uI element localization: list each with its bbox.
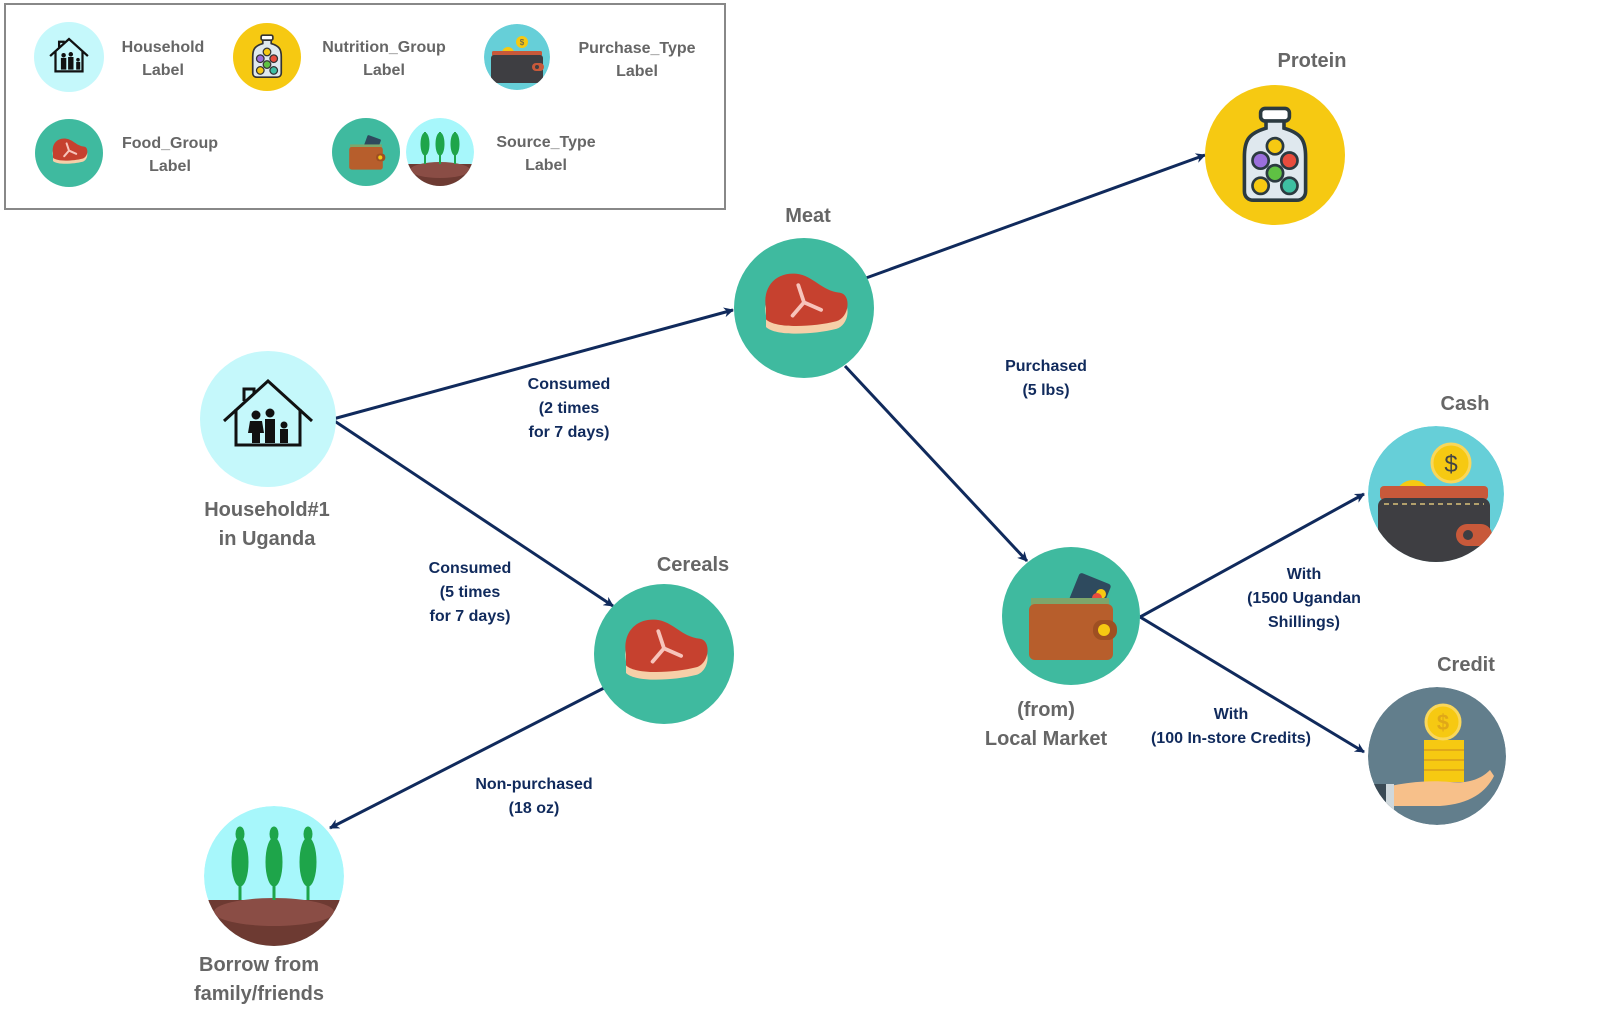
edge-meat-protein — [865, 153, 1206, 280]
edge-label-line: for 7 days) — [529, 424, 610, 441]
node-credit[interactable]: Credit $ — [1360, 654, 1506, 825]
edge-label-line: With — [1214, 706, 1249, 723]
edge-label-market-cash: With (1500 Ugandan Shillings) — [1247, 566, 1361, 631]
edges — [329, 153, 1365, 830]
edge-market-cash — [1139, 492, 1365, 619]
jar-icon — [1205, 85, 1345, 225]
legend-item-household: Household Label — [34, 22, 204, 92]
jar-icon — [233, 23, 301, 91]
node-label: Credit — [1437, 654, 1495, 676]
node-label-line1: Household#1 — [204, 499, 330, 521]
legend: Household Label Nutrition_Group Label — [4, 3, 726, 210]
wheat-field-icon — [406, 118, 474, 186]
steak-icon — [594, 584, 734, 724]
node-label: Cash — [1441, 393, 1490, 415]
node-label: Cereals — [657, 554, 729, 576]
edge-label-line: (1500 Ugandan — [1247, 590, 1361, 607]
cash-wallet-icon: $ — [484, 24, 550, 90]
edge-label-line: for 7 days) — [430, 608, 511, 625]
edge-label-line: With — [1287, 566, 1322, 583]
cash-wallet-icon: $ — [1368, 426, 1504, 562]
edge-label-line: Non-purchased — [475, 776, 592, 793]
edge-meat-market — [843, 364, 1029, 563]
node-meat[interactable]: Meat — [734, 205, 874, 378]
edge-label-meat-market: Purchased (5 lbs) — [1005, 358, 1087, 399]
svg-text:$: $ — [1444, 451, 1457, 478]
edge-label-line: (2 times — [539, 400, 600, 417]
legend-label-line1: Household — [122, 39, 205, 56]
legend-label-line1: Purchase_Type — [578, 40, 695, 57]
legend-label-line2: Label — [525, 157, 567, 174]
legend-item-food-group: Food_Group Label — [35, 119, 218, 187]
node-local-market[interactable]: (from) Local Market — [985, 547, 1140, 750]
legend-item-source-type: Source_Type Label — [332, 118, 596, 186]
steak-icon — [35, 119, 103, 187]
edge-label-line: (18 oz) — [509, 800, 560, 817]
edge-label-market-credit: With (100 In-store Credits) — [1151, 706, 1311, 747]
legend-label-line2: Label — [142, 62, 184, 79]
legend-label-line1: Food_Group — [122, 135, 218, 152]
edge-label-line: (100 In-store Credits) — [1151, 730, 1311, 747]
edge-label-line: (5 times — [440, 584, 501, 601]
node-label-line2: family/friends — [194, 983, 324, 1005]
wallet-card-icon — [332, 118, 400, 186]
node-label: Protein — [1278, 50, 1347, 72]
node-cereals[interactable]: Cereals — [594, 554, 734, 724]
node-label-line2: Local Market — [985, 728, 1108, 750]
node-cash[interactable]: Cash $ — [1368, 393, 1504, 568]
legend-label-line2: Label — [616, 63, 658, 80]
node-label-line2: in Uganda — [219, 528, 317, 550]
edge-label-line: Purchased — [1005, 358, 1087, 375]
node-borrow[interactable]: Borrow from family/friends — [194, 806, 350, 1005]
edge-label-line: Consumed — [528, 376, 611, 393]
legend-label-line2: Label — [149, 158, 191, 175]
edge-label-household-cereals: Consumed (5 times for 7 days) — [429, 560, 512, 625]
node-label: Meat — [785, 205, 831, 227]
legend-item-purchase-type: $ Purchase_Type Label — [484, 24, 696, 90]
edge-label-line: Shillings) — [1268, 614, 1340, 631]
edge-label-line: Consumed — [429, 560, 512, 577]
node-label-line1: Borrow from — [199, 954, 319, 976]
edge-label-cereals-borrow: Non-purchased (18 oz) — [475, 776, 592, 817]
hand-coins-icon: $ — [1368, 687, 1506, 825]
legend-label-line1: Nutrition_Group — [322, 39, 446, 56]
legend-label-line1: Source_Type — [496, 134, 595, 151]
edge-market-credit — [1139, 615, 1365, 754]
legend-label-line2: Label — [363, 62, 405, 79]
legend-item-nutrition-group: Nutrition_Group Label — [233, 23, 446, 91]
house-family-icon — [200, 351, 336, 487]
edge-label-line: (5 lbs) — [1022, 382, 1069, 399]
node-protein[interactable]: Protein — [1205, 50, 1346, 225]
steak-icon — [734, 238, 874, 378]
wheat-field-icon — [204, 806, 344, 946]
wallet-card-icon — [1002, 547, 1140, 685]
edge-cereals-borrow — [329, 686, 605, 830]
edge-household-meat — [332, 307, 734, 421]
svg-text:$: $ — [1437, 710, 1449, 735]
node-label-line1: (from) — [1017, 699, 1075, 721]
node-household[interactable]: Household#1 in Uganda — [200, 351, 336, 550]
edge-label-household-meat: Consumed (2 times for 7 days) — [528, 376, 611, 441]
house-family-icon — [34, 22, 104, 92]
svg-text:$: $ — [520, 38, 525, 47]
edge-household-cereals — [332, 418, 614, 608]
